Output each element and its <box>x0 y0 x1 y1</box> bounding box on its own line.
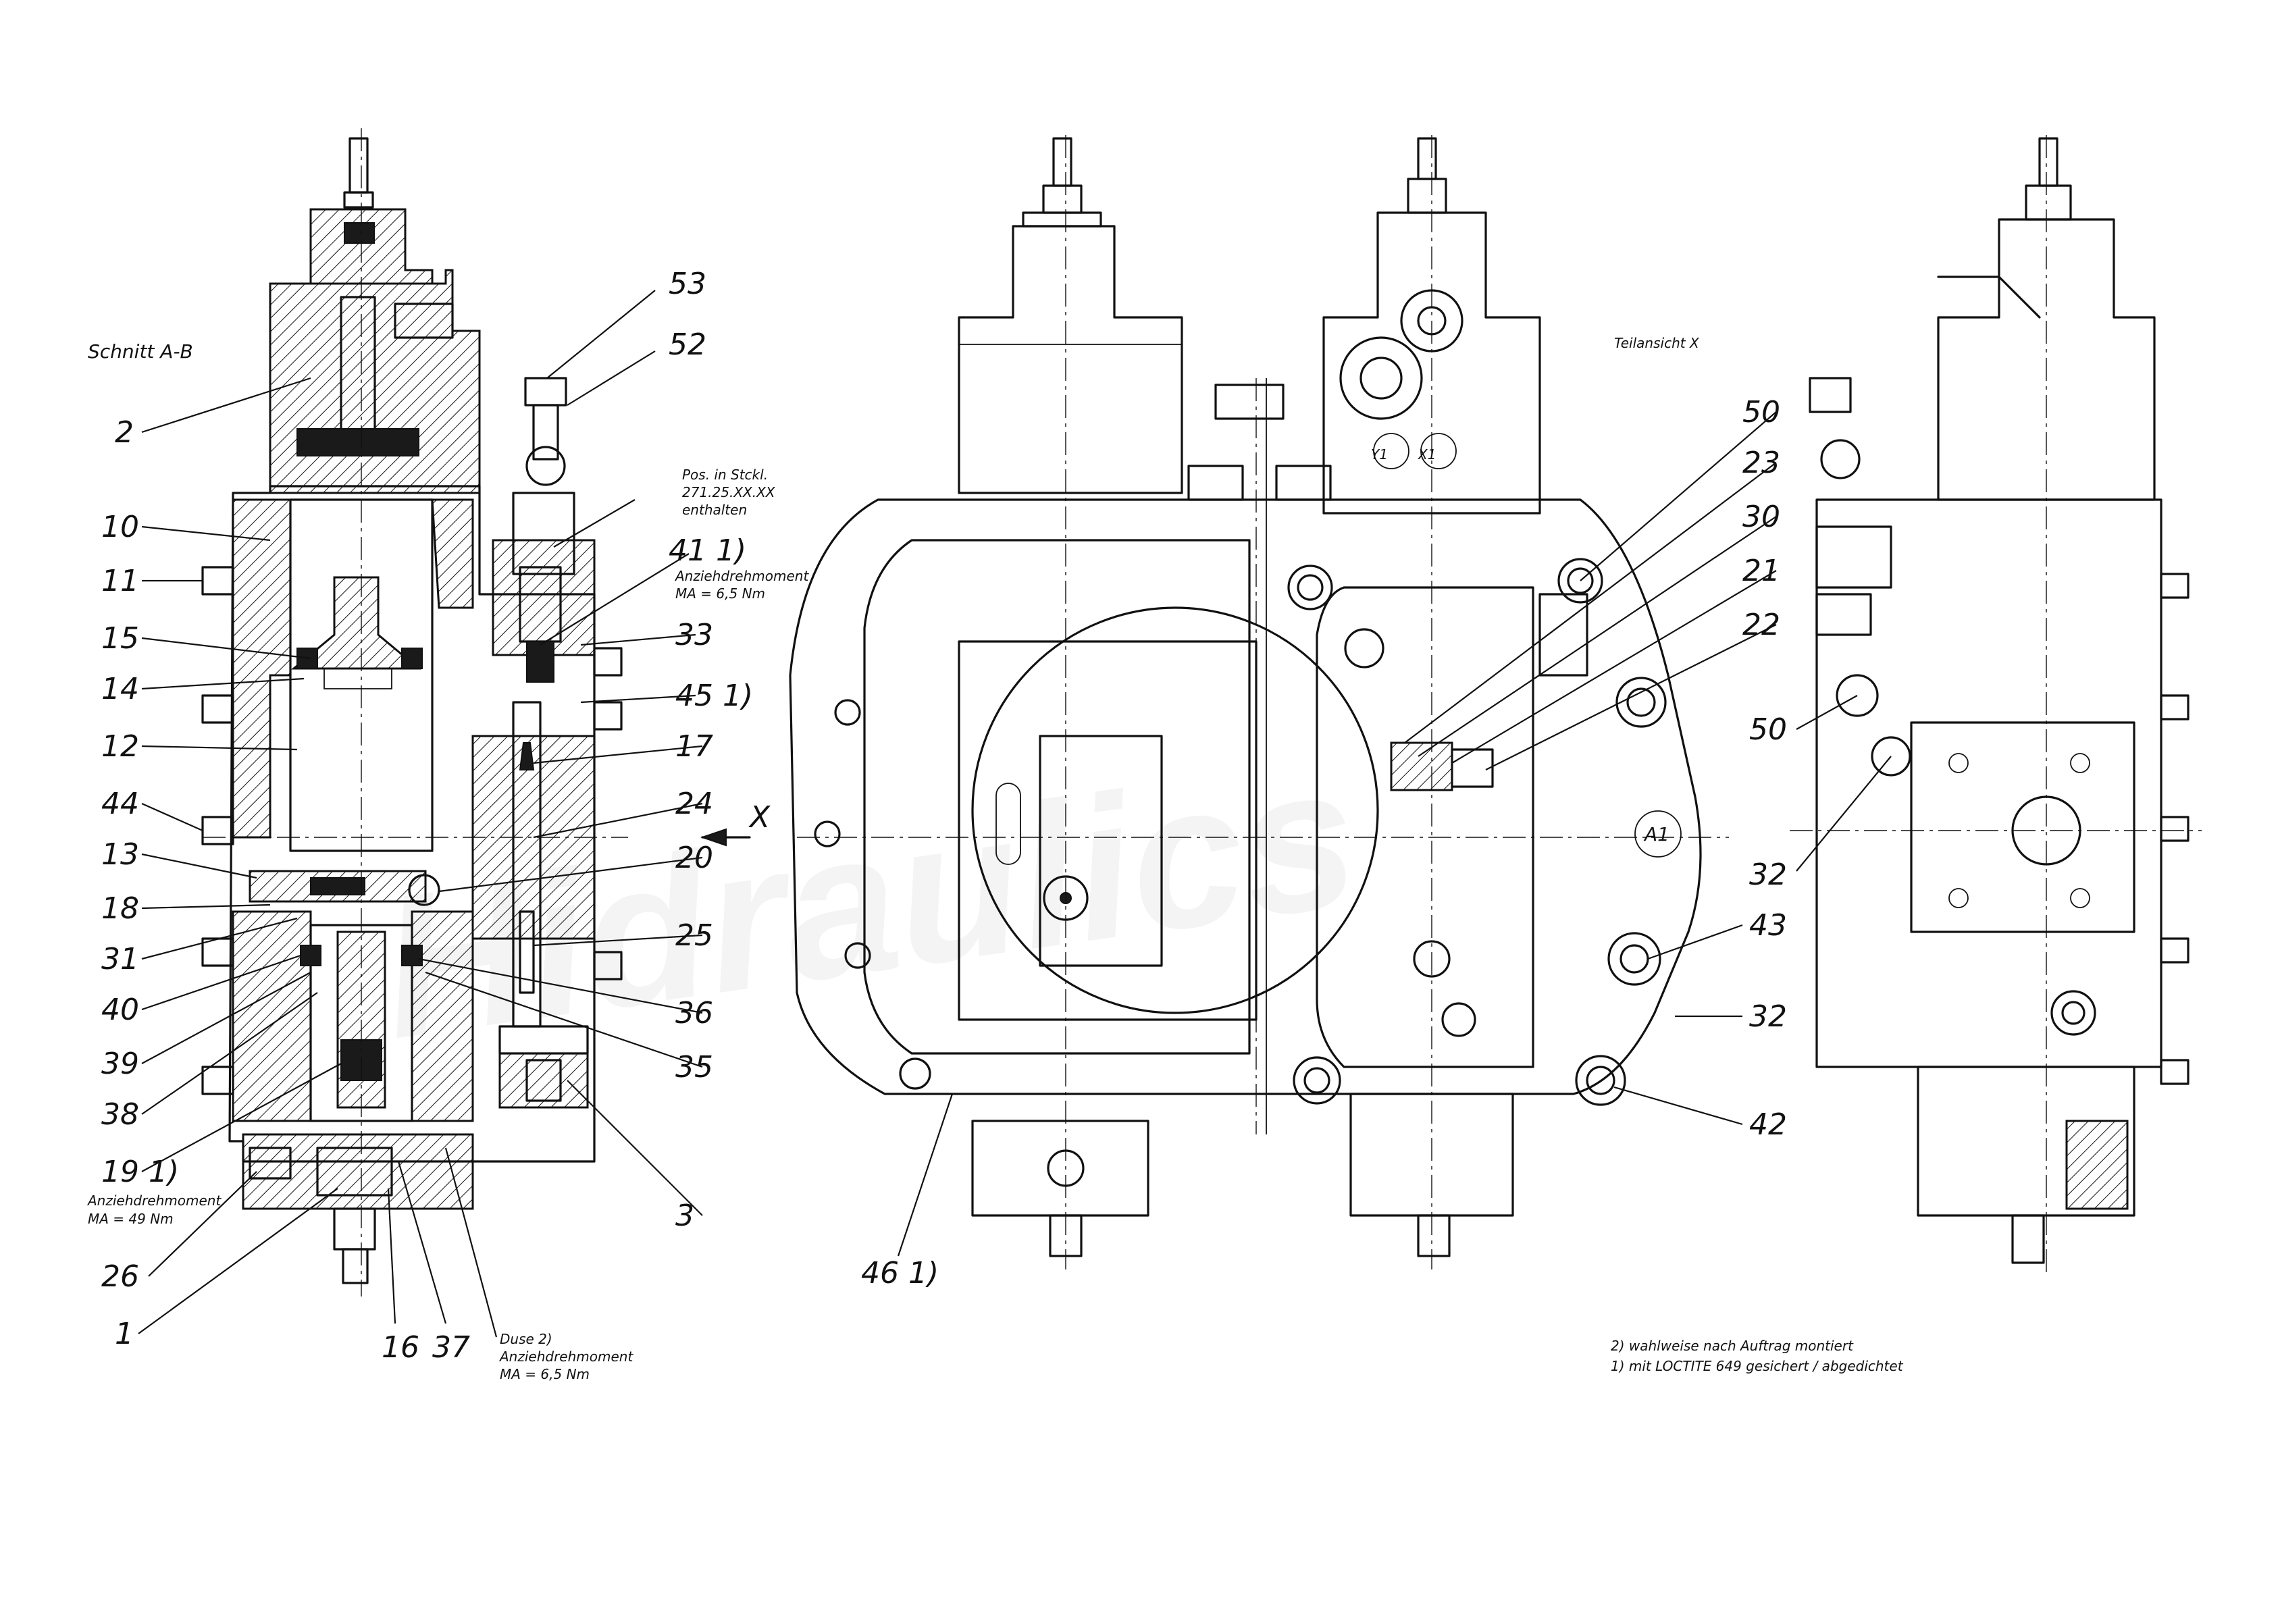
callout-15: 15 <box>101 621 139 656</box>
main-view <box>789 135 1729 1269</box>
leader-lines <box>138 290 1892 1338</box>
callout-30: 30 <box>1742 500 1780 534</box>
callouts-side-view: 50 32 <box>1749 712 1787 892</box>
callout-31: 31 <box>101 942 139 976</box>
callout-25: 25 <box>675 918 713 953</box>
callout-52: 52 <box>669 328 706 362</box>
callout-10: 10 <box>101 510 139 544</box>
callout-21: 21 <box>1742 554 1780 588</box>
duse-torque-value: MA = 6,5 Nm <box>500 1366 590 1382</box>
torque-41-label: Anziehdrehmoment <box>674 568 809 584</box>
callouts-section-right: 53 52 41 1) 33 45 1) 17 24 20 25 36 35 3 <box>669 267 753 1233</box>
callout-24: 24 <box>675 787 713 821</box>
stkl-note-line3: enthalten <box>682 502 747 518</box>
arrow-x-label: X <box>748 800 771 835</box>
callout-18: 18 <box>101 891 139 926</box>
port-x1-label: X1 <box>1418 446 1436 463</box>
stkl-note-line2: 271.25.XX.XX <box>682 484 776 500</box>
duse-torque-label: Anziehdrehmoment <box>498 1348 633 1365</box>
callout-45: 45 1) <box>675 679 753 713</box>
callout-1: 1 <box>115 1317 134 1351</box>
callout-2: 2 <box>115 415 134 450</box>
callout-16: 16 <box>382 1330 419 1365</box>
port-y1-label: Y1 <box>1371 446 1388 463</box>
callout-12: 12 <box>101 729 139 764</box>
footnote-2: 2) wahlweise nach Auftrag montiert <box>1611 1338 1854 1354</box>
callout-13: 13 <box>101 837 139 872</box>
duse-label: Duse 2) <box>500 1331 552 1347</box>
callout-32-main: 32 <box>1749 999 1787 1034</box>
torque-41-value: MA = 6,5 Nm <box>675 585 765 602</box>
torque-26-value: MA = 49 Nm <box>88 1211 174 1227</box>
callout-43: 43 <box>1749 908 1787 943</box>
callout-19: 19 1) <box>101 1155 179 1189</box>
callout-33: 33 <box>675 618 713 652</box>
section-title: Schnitt A-B <box>88 340 193 363</box>
callout-40: 40 <box>101 993 139 1027</box>
callout-3: 3 <box>675 1199 694 1233</box>
port-a1-label: A1 <box>1643 823 1669 845</box>
side-view <box>1790 135 2202 1276</box>
callout-17: 17 <box>675 729 713 764</box>
callout-38: 38 <box>101 1097 139 1132</box>
partial-view-title: Teilansicht X <box>1614 335 1700 351</box>
callout-11: 11 <box>101 564 139 598</box>
callout-37: 37 <box>432 1330 470 1365</box>
callout-35: 35 <box>675 1050 713 1084</box>
section-view-a-b <box>201 128 751 1296</box>
callout-36: 36 <box>675 996 713 1030</box>
callout-22: 22 <box>1742 608 1780 642</box>
callout-44: 44 <box>101 787 139 821</box>
callout-26: 26 <box>101 1259 139 1294</box>
torque-26-label: Anziehdrehmoment <box>86 1193 222 1209</box>
callouts-main-view: 50 23 30 21 22 43 32 42 46 1) <box>861 395 1787 1290</box>
callout-50: 50 <box>1742 395 1780 429</box>
callout-32-side: 32 <box>1749 858 1787 892</box>
callout-23: 23 <box>1742 446 1780 480</box>
footnote-1: 1) mit LOCTITE 649 gesichert / abgedicht… <box>1611 1358 1904 1374</box>
callout-50-side: 50 <box>1749 712 1787 747</box>
callout-39: 39 <box>101 1047 139 1081</box>
callout-42: 42 <box>1749 1107 1787 1142</box>
callout-53: 53 <box>669 267 706 301</box>
callout-41: 41 1) <box>669 533 746 568</box>
callout-20: 20 <box>675 841 713 875</box>
callouts-left: 2 10 11 15 14 12 44 13 18 31 40 39 38 19… <box>101 415 470 1365</box>
stkl-note-line1: Pos. in Stckl. <box>682 467 768 483</box>
callout-14: 14 <box>101 672 139 706</box>
callout-46: 46 1) <box>861 1256 939 1290</box>
